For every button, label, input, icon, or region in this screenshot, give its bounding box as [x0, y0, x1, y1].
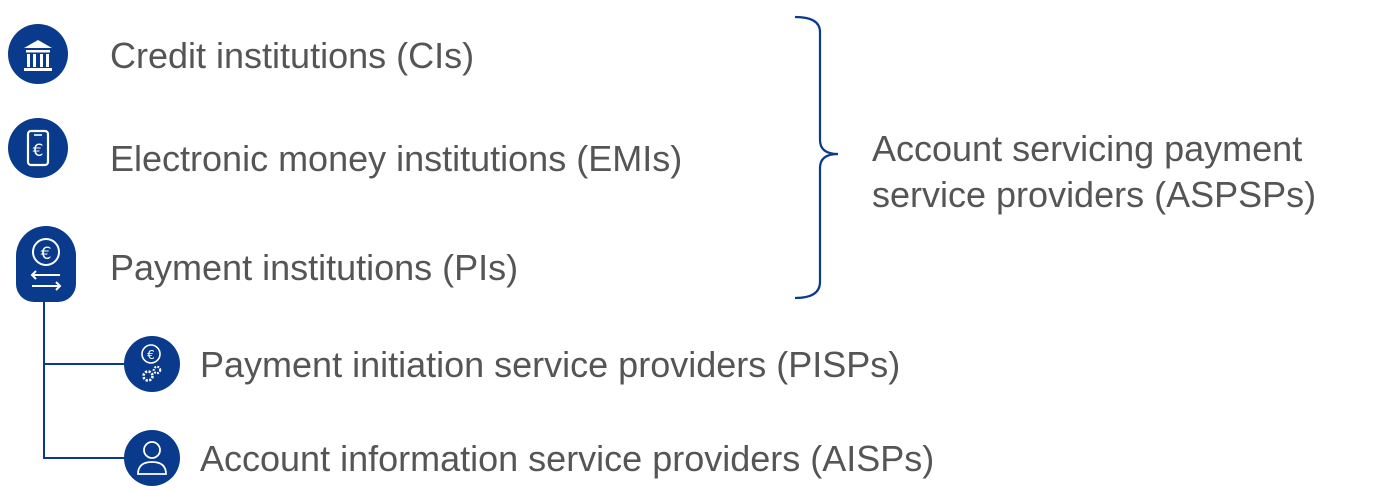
- group-label: Account servicing payment service provid…: [872, 126, 1316, 218]
- item-credit-institutions: Credit institutions (CIs): [110, 35, 475, 76]
- sub-item-pisps: Payment initiation service providers (PI…: [200, 344, 901, 385]
- item-electronic-money-institutions: Electronic money institutions (EMIs): [110, 138, 683, 179]
- bank-icon: [8, 24, 68, 84]
- euro-transfer-icon: €: [8, 226, 84, 302]
- svg-text:€: €: [41, 244, 52, 264]
- group-label-line-2: service providers (ASPSPs): [872, 174, 1317, 215]
- euro-gears-icon: €: [124, 336, 180, 392]
- group-label-line-1: Account servicing payment: [872, 128, 1303, 169]
- person-icon: [124, 430, 180, 486]
- mobile-euro-icon: €: [8, 118, 68, 178]
- svg-text:€: €: [147, 348, 155, 362]
- svg-text:€: €: [33, 141, 44, 161]
- item-payment-institutions: Payment institutions (PIs): [110, 247, 519, 288]
- sub-item-aisps: Account information service providers (A…: [200, 438, 935, 479]
